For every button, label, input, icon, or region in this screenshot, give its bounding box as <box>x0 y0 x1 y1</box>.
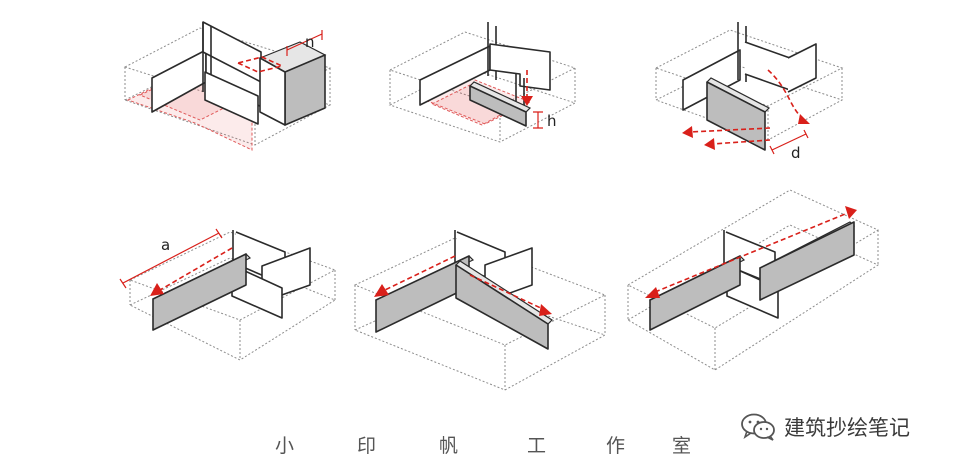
diagram-1: n <box>123 21 332 151</box>
studio-name-char-5: 作 <box>606 435 626 457</box>
studio-name-char-2: 印 <box>357 435 377 457</box>
watermark: 建筑抄绘笔记 <box>740 412 910 442</box>
diagram-6 <box>626 189 880 371</box>
studio-name-char-6: 室 <box>672 435 692 457</box>
studio-name-char-3: 帆 <box>439 435 459 457</box>
diagram-2: h <box>388 22 577 143</box>
dimension-label-h: h <box>547 112 557 130</box>
dimension-label-n: n <box>305 33 315 51</box>
diagram-3: d <box>654 22 844 162</box>
watermark-text: 建筑抄绘笔记 <box>784 416 910 440</box>
diagram-4: a <box>119 228 337 361</box>
wechat-icon <box>741 413 775 441</box>
diagram-5 <box>353 230 607 391</box>
dimension-label-a: a <box>161 236 170 254</box>
studio-name-char-4: 工 <box>527 435 547 457</box>
studio-name-char-1: 小 <box>275 435 295 457</box>
dimension-label-d: d <box>791 144 801 162</box>
